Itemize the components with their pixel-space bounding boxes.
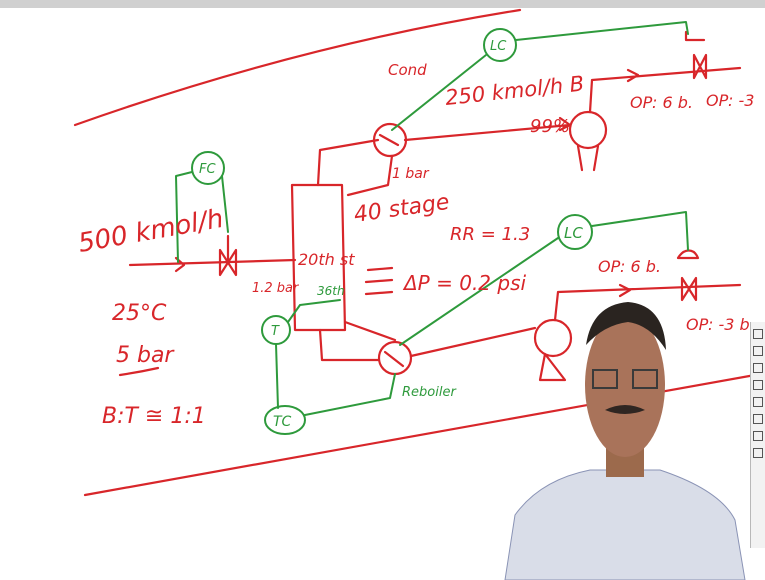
op-top-2-label: OP: -3: [706, 91, 754, 110]
reflux-ratio-label: RR = 1.3: [450, 224, 530, 245]
dp-label: ΔP = 0.2 psi: [402, 271, 526, 295]
annotation-toolbar: [750, 322, 765, 548]
stages-label: 40 stage: [352, 190, 451, 228]
feed-line: [130, 260, 295, 265]
op-bottom-1-label: OP: 6 b.: [598, 257, 661, 276]
bottoms-line: [320, 330, 378, 360]
select-tool-icon[interactable]: [753, 414, 763, 424]
equals-strokes: [366, 268, 392, 294]
presenter: [505, 302, 745, 580]
op-top-1-label: OP: 6 b.: [630, 93, 693, 112]
pressure-underline: [120, 368, 158, 375]
color-tool-icon[interactable]: [753, 448, 763, 458]
undo-tool-icon[interactable]: [753, 431, 763, 441]
reboiler-label: Reboiler: [402, 385, 457, 400]
marker-tool-icon[interactable]: [753, 346, 763, 356]
reboiler-return: [345, 322, 395, 340]
bottom-valve-actuator: [678, 251, 698, 259]
top-product-arrow: [628, 70, 638, 81]
reboiler: [379, 342, 411, 374]
bottom-stage-label: 36th: [317, 284, 345, 298]
pen-tool-icon[interactable]: [753, 329, 763, 339]
top-pump-legs: [578, 146, 598, 170]
eraser-tool-icon[interactable]: [753, 363, 763, 373]
bottom-pump: [535, 320, 571, 356]
reboiler-coil: [385, 352, 403, 366]
t-to-tc-line: [276, 344, 278, 408]
shape-tool-icon[interactable]: [753, 380, 763, 390]
lc-top-label: LC: [490, 39, 507, 54]
bottoms-product-line: [411, 328, 535, 356]
tc-label: TC: [273, 414, 292, 430]
fc-label: FC: [199, 162, 216, 177]
text-tool-icon[interactable]: [753, 397, 763, 407]
column-top-pressure-label: 1 bar: [392, 166, 430, 182]
feed-temp-label: 25°C: [112, 301, 167, 326]
top-pump: [570, 112, 606, 148]
lc-bottom-signal-2: [592, 212, 688, 250]
t-sensor-label: T: [271, 324, 280, 339]
bottom-valve: [682, 278, 696, 300]
tc-signal: [305, 374, 395, 415]
top-rate-label: 250 kmol/h B: [444, 72, 585, 110]
reflux-line: [348, 156, 392, 195]
ratio-label: B:T ≅ 1:1: [102, 404, 206, 429]
overhead-line: [318, 140, 378, 185]
side-pressure-label: 1.2 bar: [252, 281, 300, 296]
feed-stage-label: 20th st: [298, 250, 355, 269]
top-valve: [694, 55, 706, 78]
condenser-coil: [380, 135, 398, 145]
op-bottom-2-label: OP: -3 b: [686, 315, 750, 334]
top-purity-label: 99%: [530, 116, 570, 137]
feed-pressure-label: 5 bar: [116, 343, 175, 368]
top-border: [0, 0, 765, 8]
lc-top-signal-2: [516, 22, 688, 40]
presenter-shirt: [505, 470, 745, 580]
bottom-pump-base: [540, 354, 565, 380]
feed-rate-label: 500 kmol/h: [76, 204, 226, 259]
lc-bottom-label: LC: [564, 224, 583, 242]
condenser-label: Cond: [388, 61, 427, 79]
